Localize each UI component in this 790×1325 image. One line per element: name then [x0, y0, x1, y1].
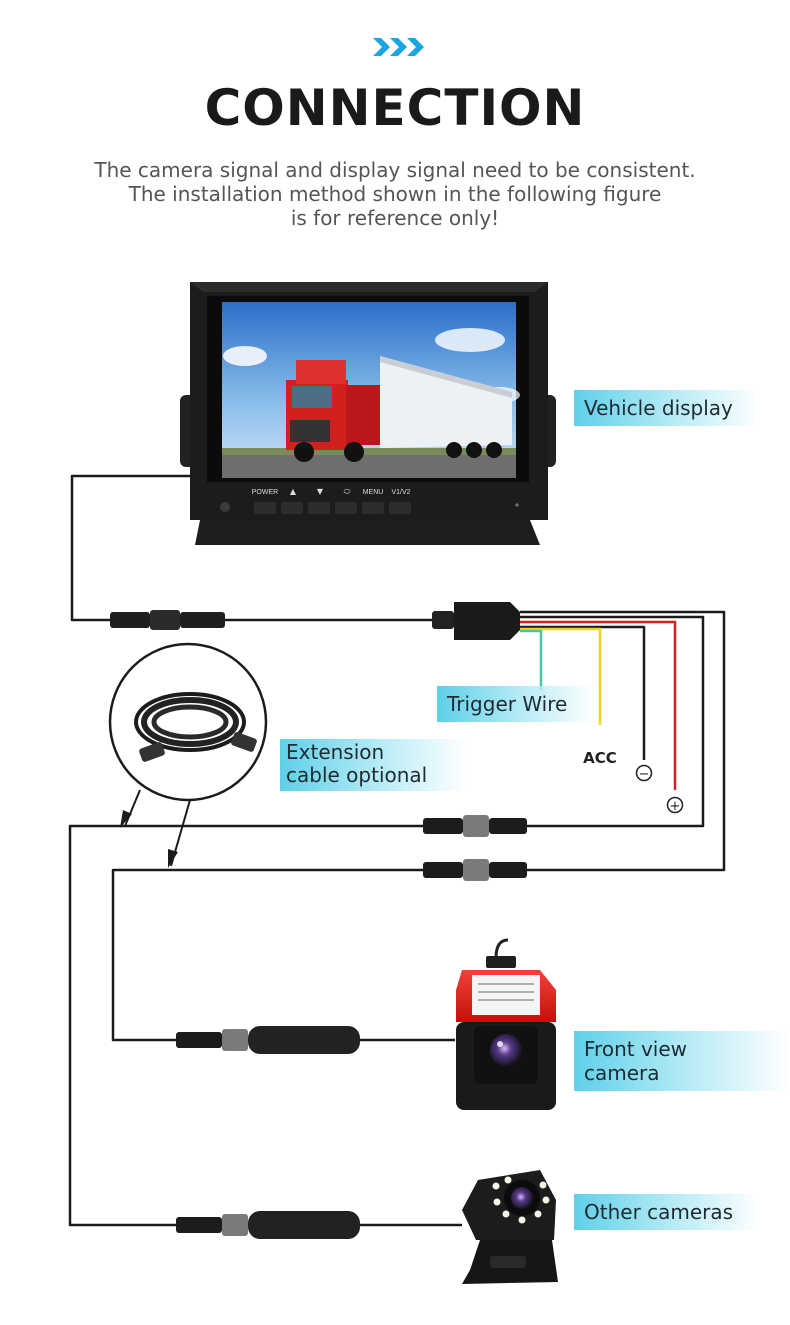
trigger-wire-label: Trigger Wire [437, 686, 596, 722]
extension-label-line-2: cable optional [286, 763, 428, 787]
subtitle-line-1: The camera signal and display signal nee… [94, 158, 696, 182]
vehicle-monitor: POWER ▲ ▼ ⬭ MENU V1/V2 [180, 282, 556, 545]
front-view-camera-label: Front view camera [574, 1031, 790, 1091]
monitor-aviation-connector [110, 610, 225, 630]
other-camera [462, 1170, 558, 1284]
extension-connector-1 [423, 815, 527, 837]
up-button-label: ▲ [290, 487, 297, 496]
down-button-label: ▼ [317, 487, 324, 496]
extension-label-line-1: Extension [286, 740, 385, 764]
other-camera-plug [176, 1211, 360, 1239]
wire-harness-connector [432, 602, 520, 640]
extension-cable-coil [108, 642, 268, 802]
menu-button-label: MENU [363, 489, 384, 496]
chevron-arrows-icon [373, 38, 424, 56]
monitor-button-row: POWER ▲ ▼ ⬭ MENU V1/V2 [252, 487, 411, 514]
subtitle-line-3: is for reference only! [290, 206, 500, 230]
front-camera-plug [176, 1026, 360, 1054]
other-cameras-label: Other cameras [574, 1194, 762, 1230]
mode-button-label: ⬭ [344, 487, 351, 496]
subtitle-line-2: The installation method shown in the fol… [128, 182, 662, 206]
extension-cable-label: Extension cable optional [280, 739, 468, 791]
vehicle-display-label: Vehicle display [574, 390, 761, 426]
ground-symbol-icon: − [635, 764, 653, 782]
power-button-label: POWER [252, 489, 278, 496]
page-title: CONNECTION [204, 79, 586, 137]
front-view-camera [456, 938, 556, 1110]
minus-label: − [639, 767, 650, 782]
plus-label: + [670, 799, 681, 814]
extension-connector-2 [423, 859, 527, 881]
acc-label: ACC [583, 749, 617, 767]
monitor-screen [222, 302, 520, 478]
v1v2-button-label: V1/V2 [391, 489, 410, 496]
positive-symbol-icon: + [666, 796, 684, 814]
